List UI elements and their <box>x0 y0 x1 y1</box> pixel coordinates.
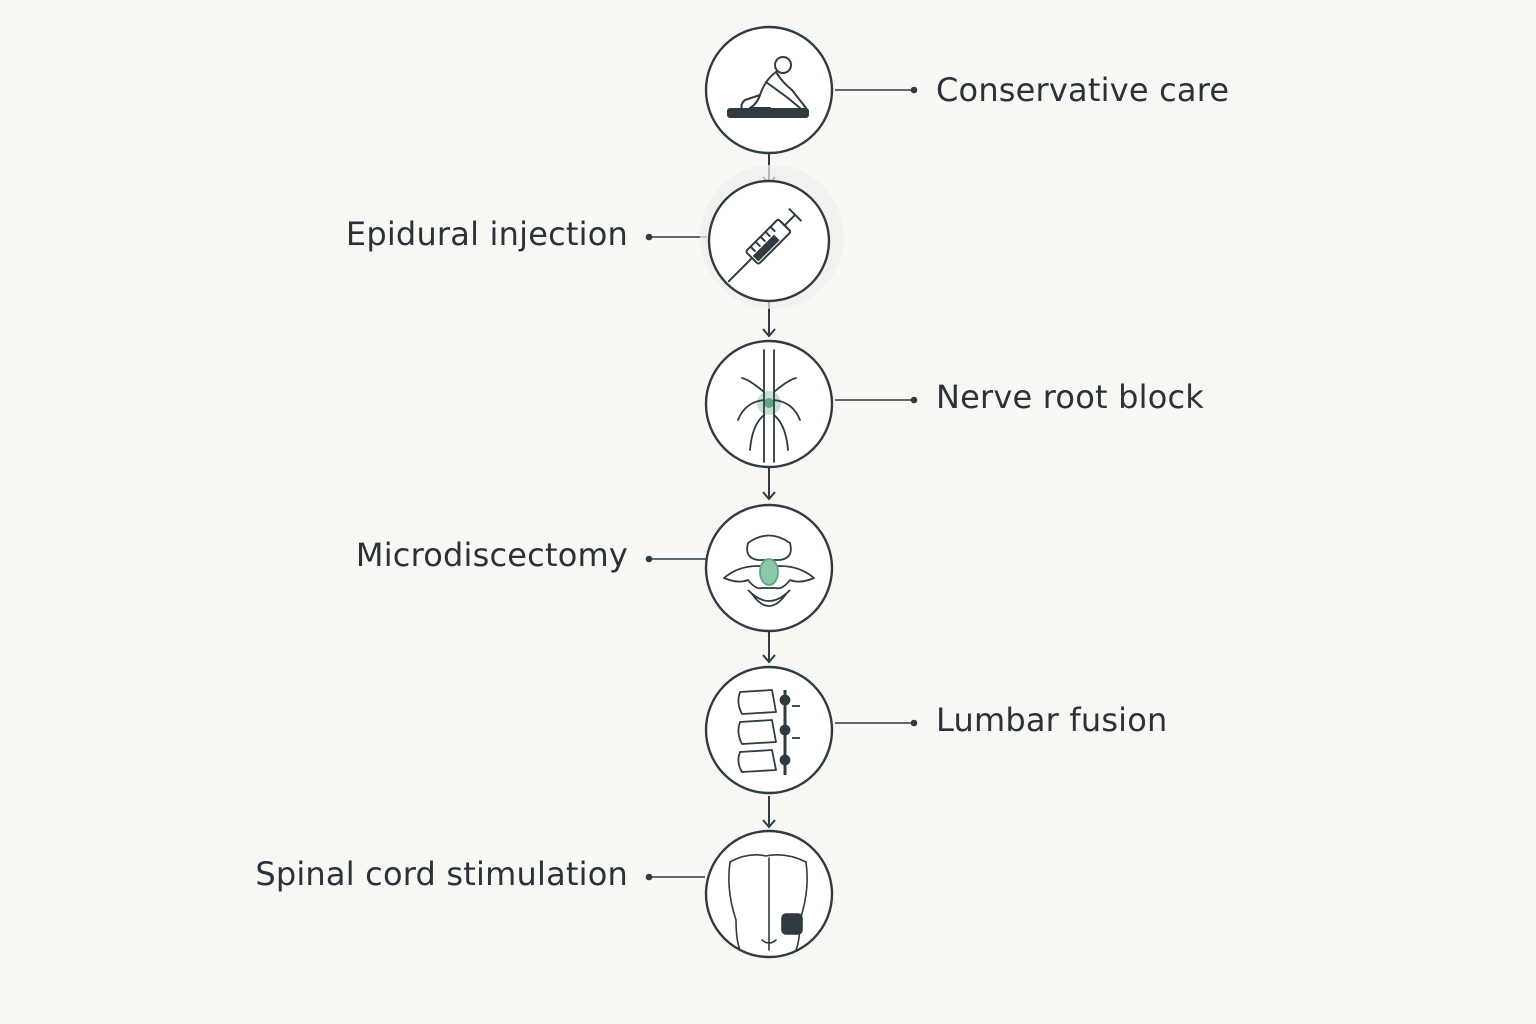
step-label-epidural-injection: Epidural injection <box>345 215 628 253</box>
syringe-icon <box>727 208 802 283</box>
label-connectors <box>645 86 918 881</box>
connector-dot <box>910 86 918 94</box>
step-label-lumbar-fusion: Lumbar fusion <box>936 701 1168 739</box>
step-label-microdiscectomy: Microdiscectomy <box>355 536 628 574</box>
connector-dot <box>645 873 653 881</box>
flow-arrow <box>762 654 776 664</box>
spinal-fusion-icon <box>737 689 800 775</box>
step-label-spinal-cord-stimulation: Spinal cord stimulation <box>255 855 628 893</box>
step-label-nerve-root-block: Nerve root block <box>936 378 1205 416</box>
back-stimulator-icon <box>728 854 808 951</box>
step-nodes <box>700 25 844 959</box>
node-circle <box>704 25 834 155</box>
stretching-person-icon <box>727 56 809 118</box>
flow-arrow <box>762 328 776 338</box>
vertebra-disc-icon <box>723 534 815 607</box>
nerve-root-icon <box>737 349 801 463</box>
step-label-conservative-care: Conservative care <box>936 71 1230 109</box>
flow-arrow <box>762 819 776 829</box>
connector-dot <box>645 233 653 241</box>
connector-dot <box>910 719 918 727</box>
connector-dot <box>645 555 653 563</box>
flow-arrow <box>762 491 776 501</box>
connector-dot <box>910 396 918 404</box>
node-circle <box>704 665 834 795</box>
